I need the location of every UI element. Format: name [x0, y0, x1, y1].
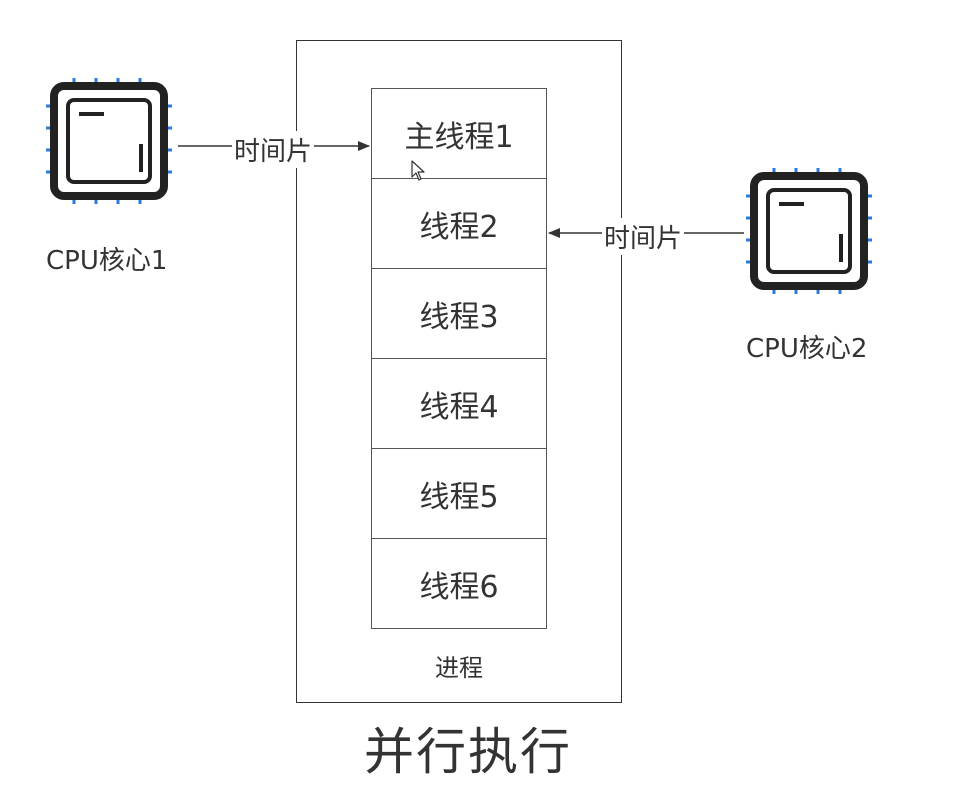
cpu-core-1-label: CPU核心1	[46, 246, 168, 276]
diagram-caption: 并行执行	[364, 723, 572, 781]
mouse-cursor-icon	[411, 160, 425, 181]
thread-5: 线程5	[371, 448, 547, 539]
thread-main-1: 主线程1	[371, 88, 547, 179]
cpu-core-2-label: CPU核心2	[746, 334, 868, 364]
process-container	[296, 40, 622, 703]
time-slice-label-2: 时间片	[602, 218, 685, 255]
cpu-chip-icon	[46, 78, 172, 204]
cpu-chip-icon	[746, 168, 872, 294]
time-slice-label-1: 时间片	[232, 131, 315, 168]
thread-2: 线程2	[371, 178, 547, 269]
process-label: 进程	[435, 654, 483, 682]
thread-4: 线程4	[371, 358, 547, 449]
thread-stack: 主线程1 线程2 线程3 线程4 线程5 线程6	[371, 88, 547, 629]
thread-6: 线程6	[371, 538, 547, 629]
thread-3: 线程3	[371, 268, 547, 359]
